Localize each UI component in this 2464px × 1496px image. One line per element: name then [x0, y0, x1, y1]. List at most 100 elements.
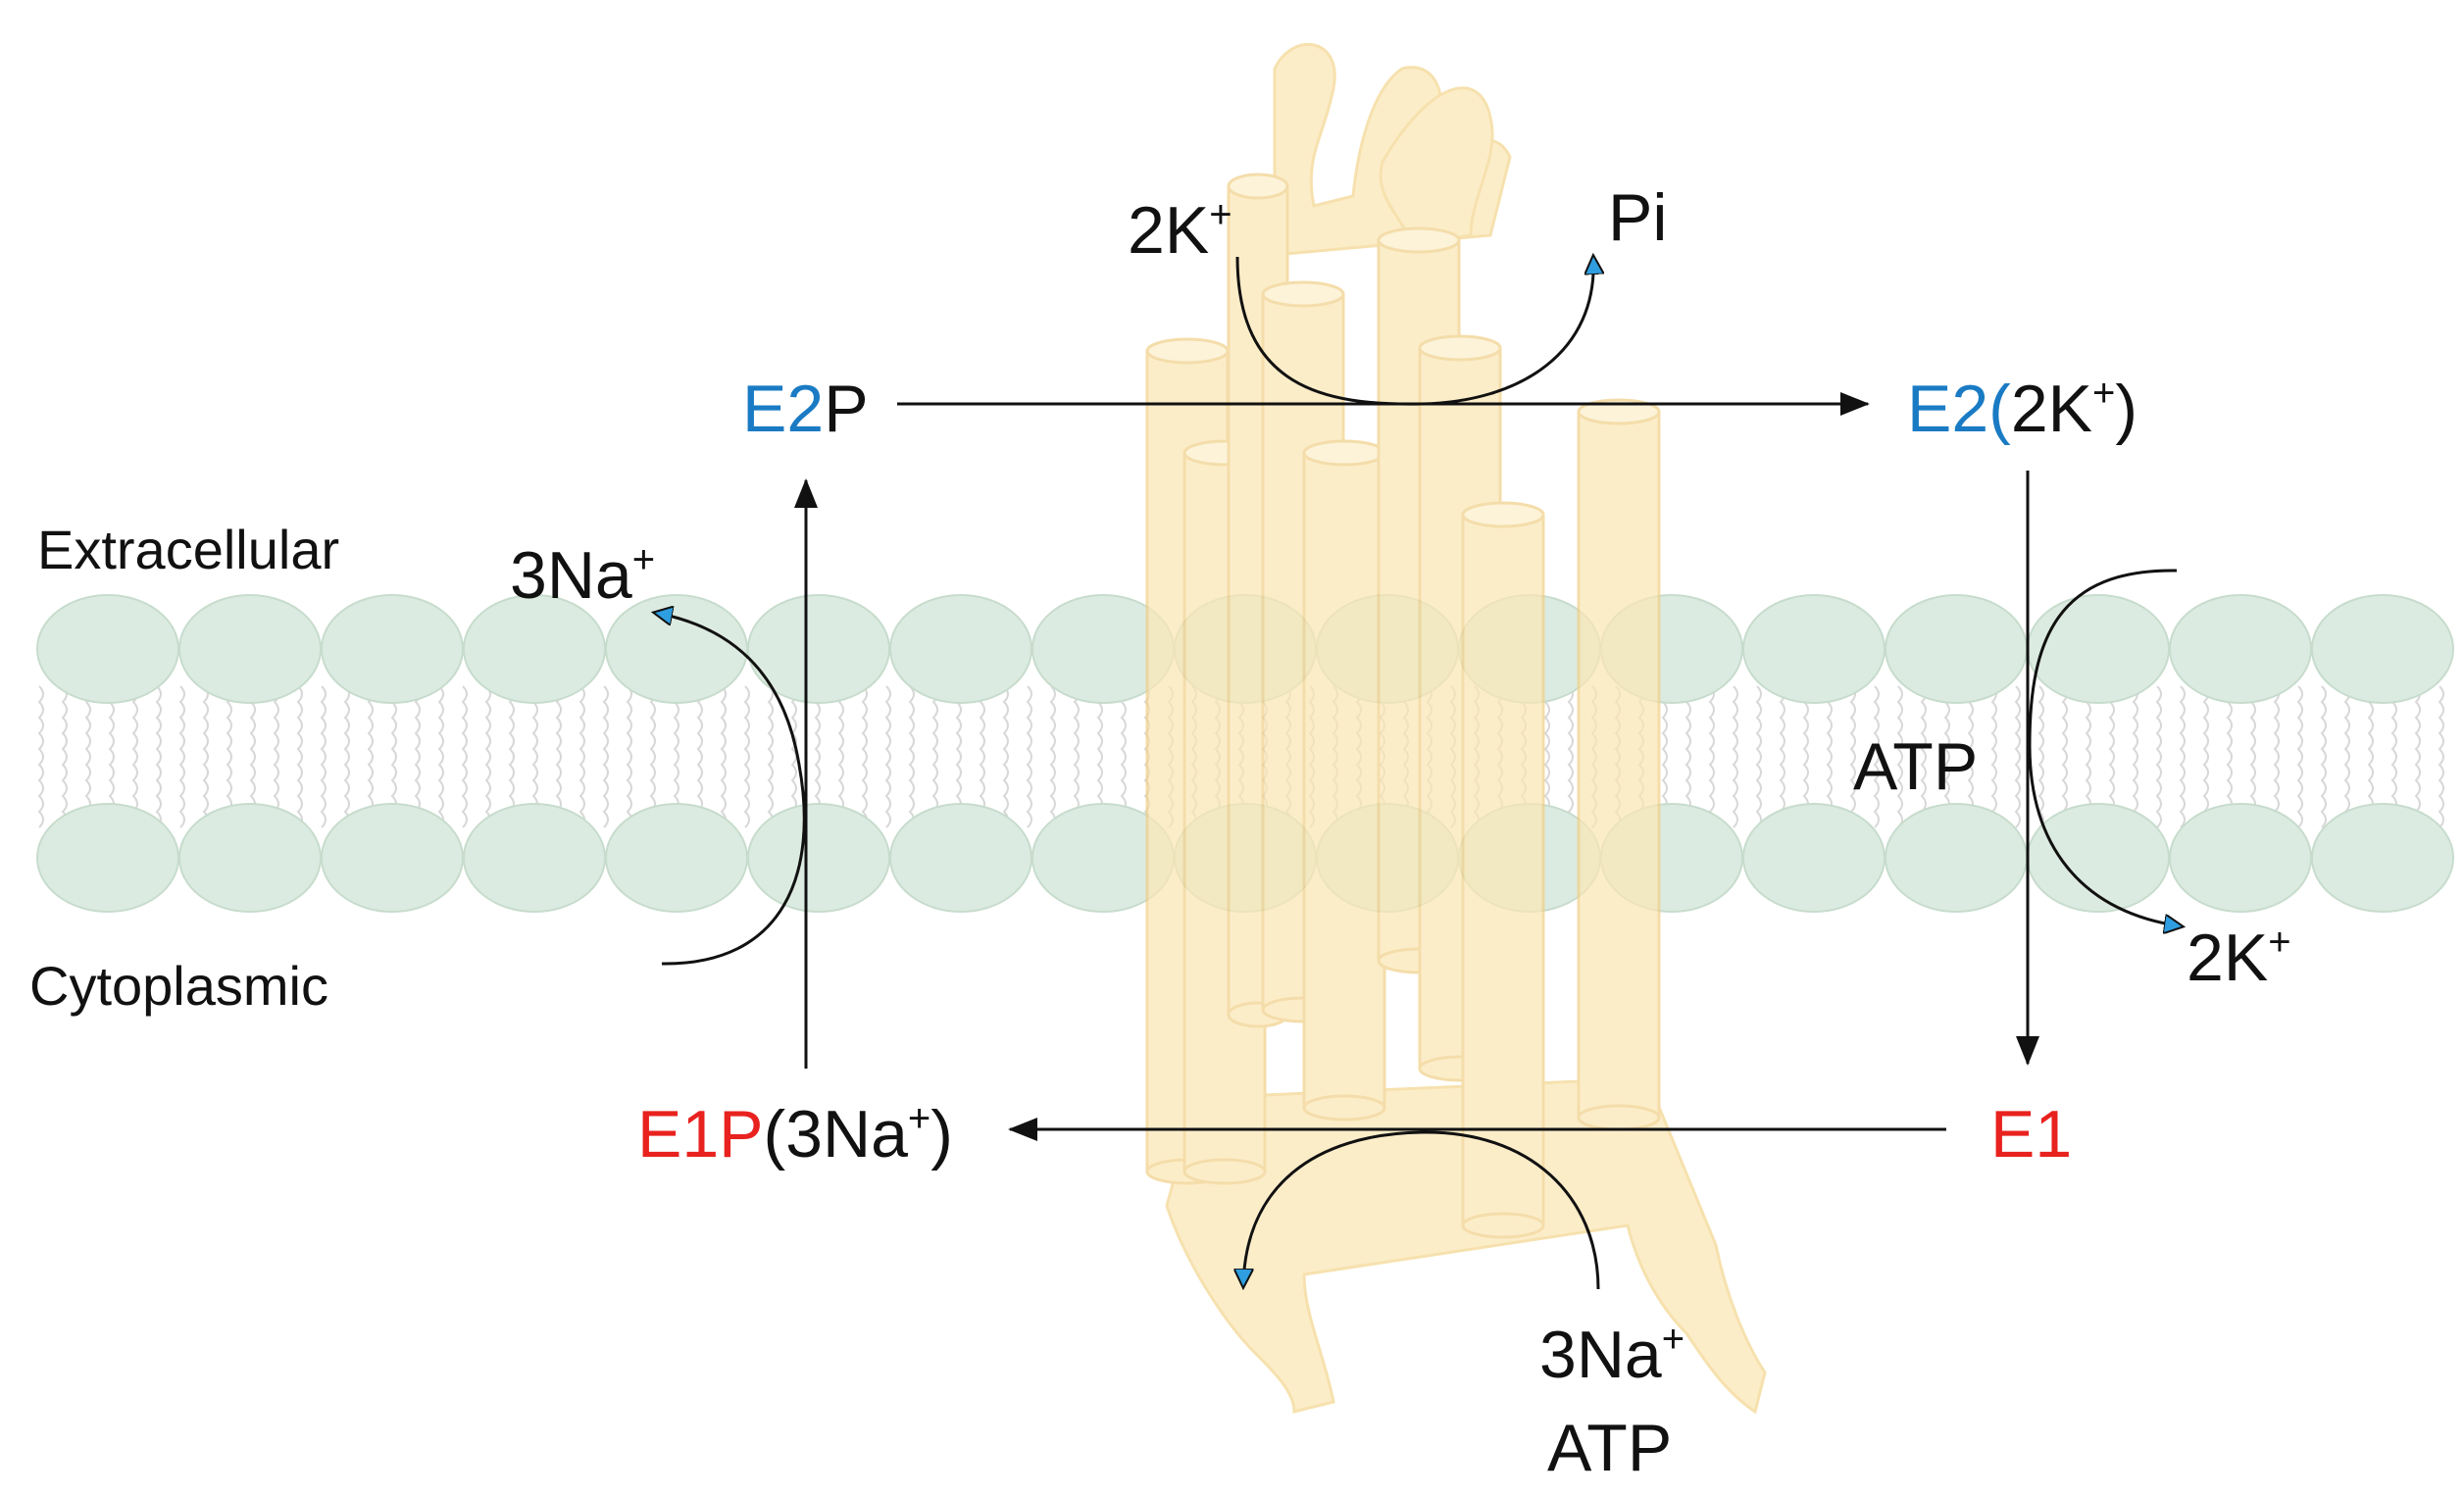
- lipid-tail: [720, 685, 727, 828]
- lipid-tail: [37, 685, 44, 828]
- lipid-tail: [979, 685, 985, 828]
- lipid-tail: [437, 685, 444, 828]
- lipid-tail: [578, 685, 585, 828]
- state-e1p-colored: E1P: [637, 1097, 764, 1172]
- ion-na-bottom: 3Na+: [1539, 1318, 1685, 1392]
- lipid-tail: [2273, 685, 2280, 828]
- ion-na-left: 3Na+: [510, 538, 655, 613]
- lipid-head: [2169, 803, 2312, 913]
- state-e2p-colored: E2: [742, 372, 824, 446]
- lipid-tail: [1896, 685, 1903, 828]
- state-e1: E1: [1990, 1097, 2072, 1172]
- lipid-head: [2311, 803, 2454, 913]
- lipid-head: [321, 594, 464, 704]
- lipid-head: [1742, 594, 1886, 704]
- lipid-tail: [767, 685, 774, 828]
- ion-na-bottom-sup: +: [1662, 1318, 1685, 1361]
- ion-pi: Pi: [1608, 180, 1667, 255]
- state-e2k-rest: 2K: [2011, 372, 2092, 446]
- lipid-tail: [2155, 685, 2162, 828]
- lipid-head: [889, 803, 1032, 913]
- lipid-head: [2169, 594, 2312, 704]
- lipid-tail: [861, 685, 868, 828]
- ion-atp-right: ATP: [1853, 729, 1978, 804]
- lipid-tail: [1026, 685, 1032, 828]
- lipid-head: [2311, 594, 2454, 704]
- lipid-tail: [414, 685, 421, 828]
- lipid-tail: [626, 685, 632, 828]
- lipid-head: [1885, 594, 2028, 704]
- lipid-tail: [61, 685, 68, 828]
- lipid-tail: [202, 685, 209, 828]
- protein-loop-upper: [1379, 86, 1494, 247]
- lipid-tail: [131, 685, 138, 828]
- lipid-tail: [367, 685, 374, 828]
- lipid-tail: [296, 685, 303, 828]
- lipid-tail: [508, 685, 515, 828]
- na-release-curve: [655, 613, 806, 966]
- lipid-tail: [1567, 685, 1574, 828]
- ion-curves: [655, 257, 2182, 1289]
- state-e2k: E2(2K+): [1907, 372, 2137, 446]
- lipid-tail: [884, 685, 891, 828]
- lipid-tail: [2061, 685, 2068, 828]
- lipid-tail: [1120, 685, 1127, 828]
- lipid-tail: [226, 685, 232, 828]
- ion-k-right: 2K+: [2187, 921, 2291, 995]
- state-e1-colored: E1: [1990, 1097, 2072, 1172]
- lipid-tail: [2249, 685, 2256, 828]
- helix-cylinder: [1461, 501, 1545, 1239]
- protein-loop-bottom: [1165, 1076, 1767, 1415]
- lipid-tail: [2438, 685, 2444, 828]
- state-e1p: E1P(3Na+): [637, 1097, 953, 1172]
- lipid-head: [747, 594, 890, 704]
- state-e1p-sup: +: [908, 1097, 930, 1140]
- lipid-head: [321, 803, 464, 913]
- extracellular-label: Extracellular: [37, 519, 339, 580]
- lipid-tail: [2108, 685, 2115, 828]
- lipid-tail: [2202, 685, 2209, 828]
- lipid-tail: [2014, 685, 2021, 828]
- lipid-tail: [649, 685, 656, 828]
- lipid-tail: [1073, 685, 1080, 828]
- lipid-head: [36, 803, 179, 913]
- lipid-head: [463, 803, 606, 913]
- state-e2k-close: ): [2115, 372, 2137, 446]
- lipid-tail: [155, 685, 162, 828]
- cytoplasmic-label: Cytoplasmic: [29, 955, 328, 1017]
- lipid-tail: [1873, 685, 1880, 828]
- helix-cylinder: [1577, 398, 1661, 1131]
- lipid-tail: [743, 685, 750, 828]
- ion-k-top-sup: +: [1209, 193, 1232, 236]
- ion-atp-bottom: ATP: [1547, 1411, 1672, 1485]
- lipid-tail: [320, 685, 327, 828]
- lipid-tail: [696, 685, 703, 828]
- ion-na-bottom-base: 3Na: [1539, 1318, 1662, 1392]
- lipid-tail: [1755, 685, 1762, 828]
- lipid-tail: [931, 685, 938, 828]
- lipid-tail: [2296, 685, 2303, 828]
- lipid-tail: [908, 685, 915, 828]
- lipid-tail: [602, 685, 609, 828]
- pump-protein: [1145, 42, 1767, 1415]
- lipid-head: [178, 594, 322, 704]
- ion-k-top-base: 2K: [1128, 193, 1209, 268]
- lipid-head: [1885, 803, 2028, 913]
- state-e2k-sup: +: [2092, 372, 2115, 415]
- lipid-head: [36, 594, 179, 704]
- state-e1p-rest: (3Na: [764, 1097, 909, 1172]
- k-release-curve: [2028, 569, 2182, 926]
- lipid-tail: [343, 685, 350, 828]
- lipid-head: [1742, 803, 1886, 913]
- lipid-tail: [1708, 685, 1715, 828]
- lipid-tail: [1920, 685, 1927, 828]
- transmembrane-helices: [1145, 173, 1661, 1239]
- lipid-tail: [1826, 685, 1833, 828]
- lipid-tail: [1990, 685, 1997, 828]
- lipid-tail: [1543, 685, 1550, 828]
- lipid-tail: [2132, 685, 2138, 828]
- lipid-tail: [484, 685, 491, 828]
- lipid-tail: [178, 685, 185, 828]
- lipid-head: [605, 803, 748, 913]
